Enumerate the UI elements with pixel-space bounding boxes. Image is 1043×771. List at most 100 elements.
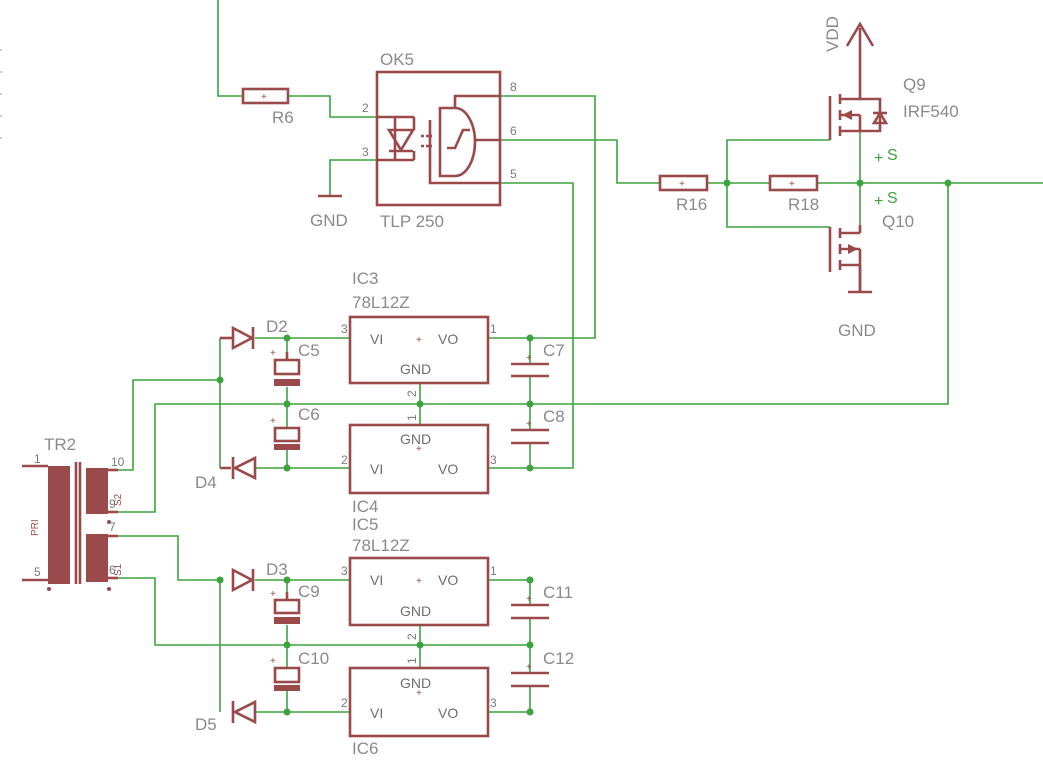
capacitor-c5: + C5: [270, 341, 320, 386]
r6-label: R6: [272, 108, 294, 127]
gnd-label: GND: [838, 321, 876, 340]
pin-label: 2: [405, 390, 419, 397]
pin-label: 7: [109, 520, 116, 534]
pin-label: VO: [438, 461, 458, 477]
pin-label: VI: [370, 705, 383, 721]
svg-text:+: +: [270, 656, 276, 667]
diode-d3: D3: [231, 560, 288, 593]
ok5-value: TLP 250: [380, 212, 444, 231]
diode-d2: D2: [220, 317, 288, 351]
resistor-r16: + R16: [658, 174, 709, 214]
svg-text:+: +: [261, 92, 267, 103]
source-label: S: [887, 190, 898, 207]
ic4-label: IC4: [352, 497, 378, 516]
svg-text:+: +: [874, 150, 883, 167]
capacitor-c11: + C11: [511, 583, 573, 620]
pin-label: 2: [362, 101, 369, 115]
pin-label: 3: [490, 696, 497, 710]
regulator-ic3: VI VO GND + IC3 78L12Z 3 1 2: [341, 269, 497, 397]
svg-text:+: +: [679, 179, 685, 190]
c5-label: C5: [298, 341, 320, 360]
nets: [118, 0, 1043, 713]
d2-label: D2: [266, 317, 288, 336]
tr2-s1-label: S1: [113, 563, 124, 576]
resistor-r6: + R6: [241, 87, 294, 127]
svg-text:+: +: [270, 348, 276, 359]
pin-label: 6: [510, 124, 517, 138]
pin-label: 5: [510, 167, 517, 181]
c11-label: C11: [543, 583, 573, 602]
vdd-symbol: VDD: [823, 16, 875, 96]
pin-label: GND: [400, 603, 431, 619]
capacitor-c9: + C9: [270, 582, 320, 624]
regulator-ic6: VI VO GND + IC6 1 2 3: [341, 657, 497, 758]
tr2-label: TR2: [44, 435, 76, 454]
svg-text:+: +: [416, 444, 422, 455]
pin-label: VO: [438, 572, 458, 588]
pin-label: 2: [341, 453, 348, 467]
pin-label: VO: [438, 331, 458, 347]
c6-label: C6: [298, 405, 320, 424]
ic3-value: 78L12Z: [352, 293, 410, 312]
tr2-s2-label: S2: [113, 493, 124, 506]
pin-label: 1: [490, 322, 497, 336]
ic5-value: 78L12Z: [352, 536, 410, 555]
capacitor-c8: + C8: [511, 407, 565, 445]
r16-label: R16: [676, 195, 707, 214]
pin-label: VI: [370, 572, 383, 588]
pin-label: VI: [370, 461, 383, 477]
pin-label: 8: [510, 80, 517, 94]
pin-label: 3: [362, 145, 369, 159]
pin-label: 6: [109, 563, 116, 577]
capacitor-c7: + C7: [511, 341, 565, 378]
mosfet-q10: Q10 + S GND: [828, 190, 914, 340]
tr2-pri-label: PRI: [30, 519, 41, 536]
svg-text:+: +: [526, 594, 532, 605]
svg-text:+: +: [416, 335, 422, 346]
junctions: [216, 179, 952, 716]
pin-label: 10: [111, 455, 125, 469]
svg-text:+: +: [526, 419, 532, 430]
mosfet-q9: Q9 IRF540 + S: [828, 75, 959, 167]
svg-text:+: +: [874, 193, 883, 210]
c8-label: C8: [543, 407, 565, 426]
transformer-tr2: TR2 PRI S2 S1 1 5 10 9 7 6: [22, 435, 125, 591]
pin-label: GND: [400, 675, 431, 691]
ground-symbol: GND: [310, 194, 348, 230]
svg-text:+: +: [270, 589, 276, 600]
svg-text:+: +: [526, 353, 532, 364]
pin-label: 1: [405, 657, 419, 664]
pin-label: VO: [438, 705, 458, 721]
ic5-label: IC5: [352, 515, 378, 534]
regulator-ic5: VI VO GND + IC5 78L12Z 3 1 2: [341, 515, 497, 640]
resistor-r18: + R18: [768, 174, 819, 214]
pin-label: 1: [34, 452, 41, 466]
q10-label: Q10: [882, 212, 914, 231]
pin-label: 5: [34, 565, 41, 579]
svg-text:+: +: [789, 179, 795, 190]
optocoupler-ok5: OK5 TLP 250 2 3 8 6 5: [362, 50, 517, 231]
pin-label: VI: [370, 331, 383, 347]
d5-label: D5: [195, 715, 217, 734]
regulator-ic4: VI VO GND + IC4 1 2 3: [341, 414, 497, 516]
capacitor-c12: + C12: [511, 649, 574, 688]
capacitor-c6: + C6: [270, 405, 320, 450]
r18-label: R18: [788, 195, 819, 214]
pin-label: GND: [400, 431, 431, 447]
d4-label: D4: [195, 473, 217, 492]
ic6-label: IC6: [352, 739, 378, 758]
gnd-label: GND: [310, 211, 348, 230]
ok5-label: OK5: [380, 50, 414, 69]
pin-label: 3: [490, 453, 497, 467]
pin-label: 2: [405, 633, 419, 640]
svg-text:+: +: [416, 688, 422, 699]
pin-label: 2: [341, 696, 348, 710]
c7-label: C7: [543, 341, 565, 360]
d3-label: D3: [266, 560, 288, 579]
ic3-label: IC3: [352, 269, 378, 288]
pin-label: 1: [490, 564, 497, 578]
source-label: S: [887, 147, 898, 164]
c9-label: C9: [298, 582, 320, 601]
svg-text:+: +: [416, 576, 422, 587]
